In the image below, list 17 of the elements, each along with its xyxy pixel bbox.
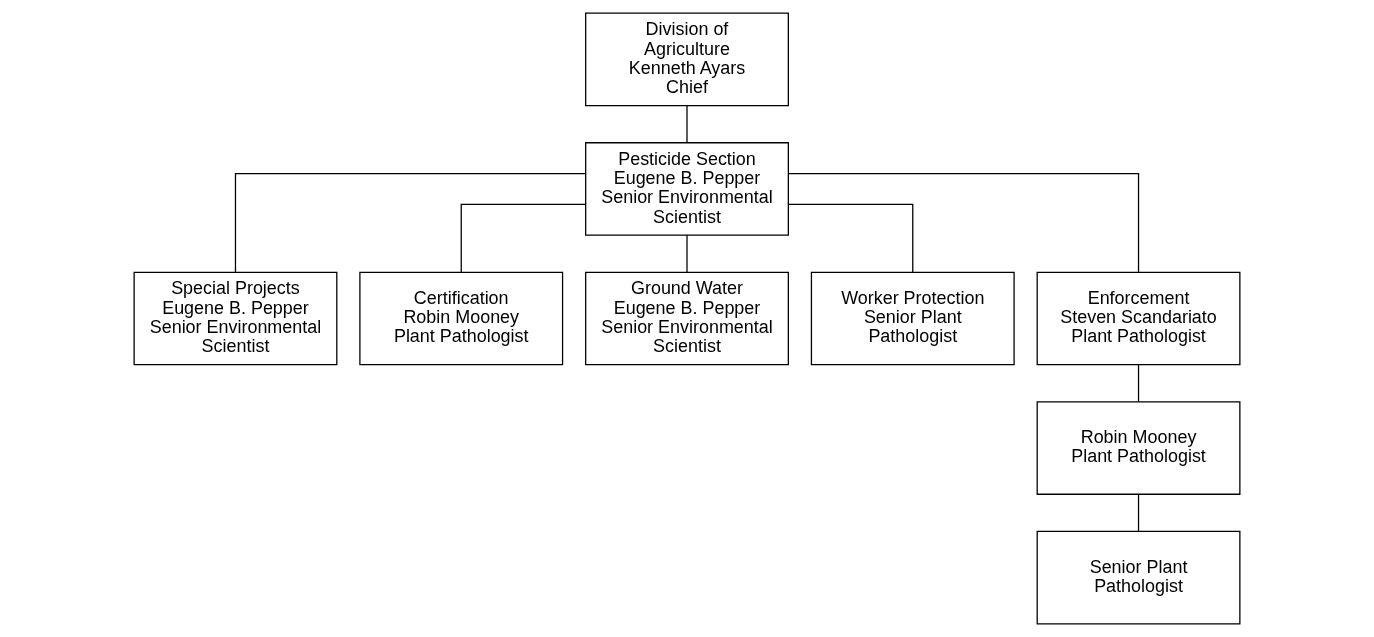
connector (686, 105, 688, 144)
connector (788, 172, 1140, 273)
connector (788, 203, 914, 273)
node-box: Division of Agriculture Kenneth Ayars Chief (585, 12, 789, 107)
node-box: Robin Mooney Plant Pathologist (1036, 401, 1241, 495)
connector (234, 172, 586, 273)
connector (686, 234, 688, 273)
node-box: Ground Water Eugene B. Pepper Senior Environmental Scientist (585, 271, 789, 366)
connector (1137, 364, 1140, 403)
node-box: Pesticide Section Eugene B. Pepper Senior Environmental Scientist (585, 142, 789, 236)
node-box: Senior Plant Pathologist (1036, 530, 1241, 625)
node-box: Certification Robin Mooney Plant Pathologist (359, 271, 564, 366)
node-box: Special Projects Eugene B. Pepper Senior Environmental Scientist (133, 271, 338, 366)
connector (1137, 493, 1140, 532)
node-box: Enforcement Steven Scandariato Plant Pathologist (1036, 271, 1241, 366)
node-box: Worker Protection Senior Plant Pathologist (810, 271, 1015, 366)
connector (460, 203, 586, 273)
